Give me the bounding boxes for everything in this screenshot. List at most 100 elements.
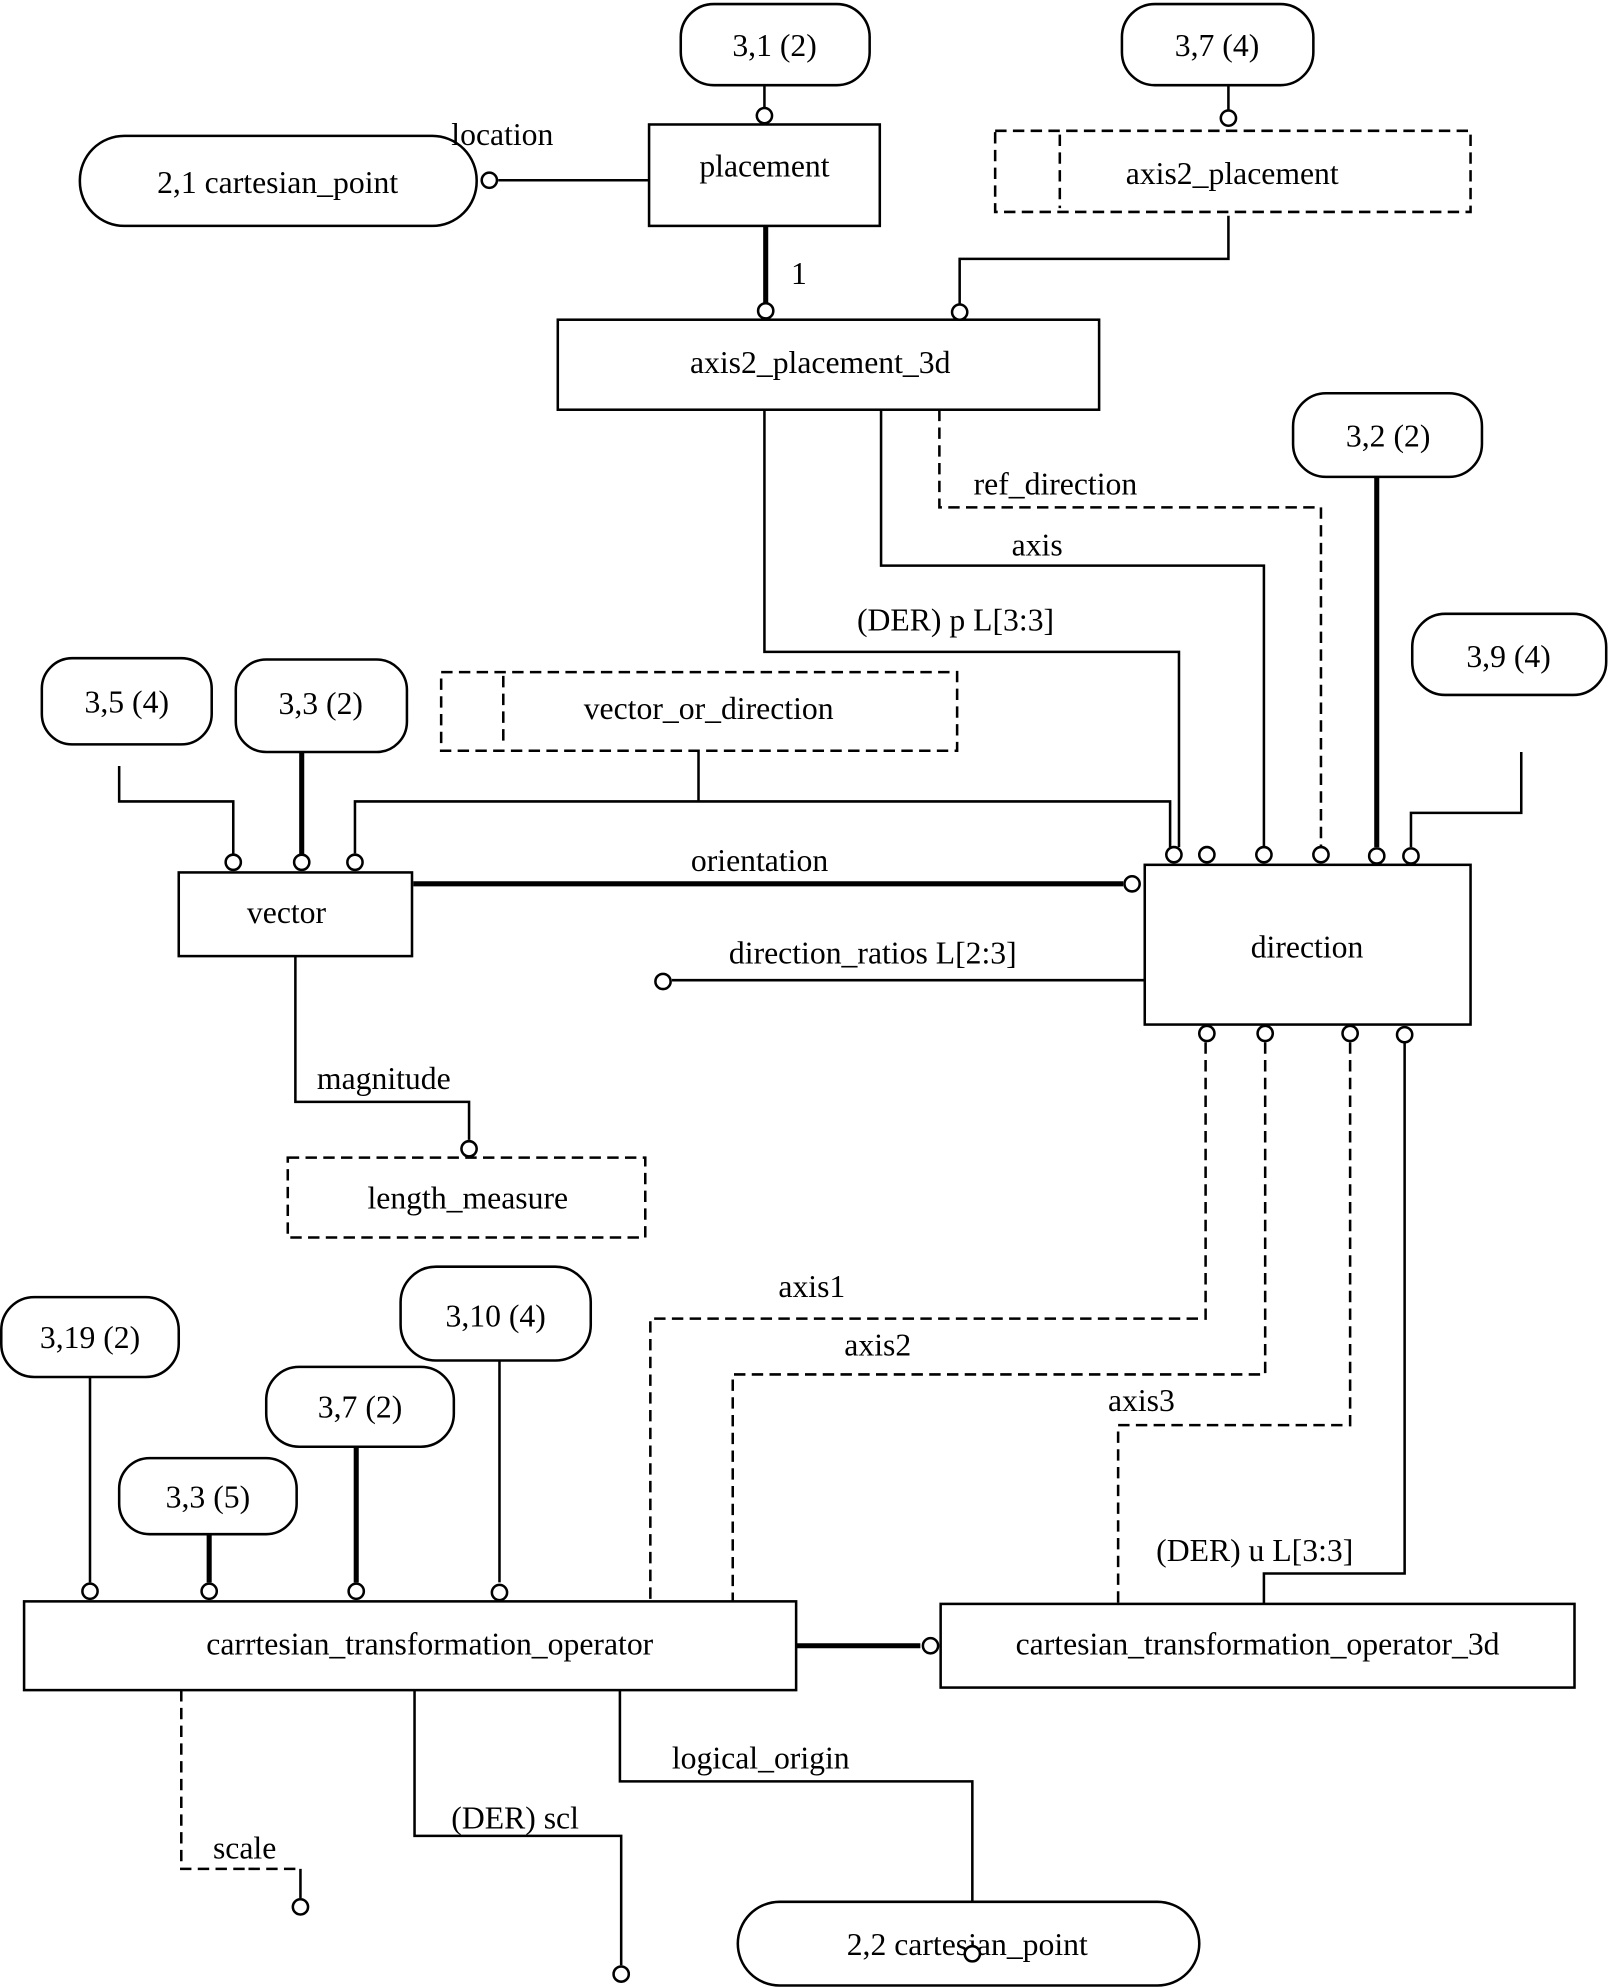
relationship-labels: location 1 ref_direction axis (DER) p L[… xyxy=(213,117,1353,1866)
page-ref-label: 3,9 (4) xyxy=(1466,639,1550,674)
circle-axis3 xyxy=(1341,1024,1359,1043)
circle-der-u xyxy=(1395,1025,1414,1044)
connector-scale xyxy=(180,1690,249,1871)
label-scale: scale xyxy=(213,1831,276,1866)
relationship-circles xyxy=(81,106,1420,1983)
label-der-scl: (DER) scl xyxy=(451,1800,579,1835)
circle-cto-r310 xyxy=(490,1583,509,1602)
connector-axis xyxy=(879,409,1266,848)
page-ref-r31[interactable]: 3,1 (2) xyxy=(679,2,871,87)
connector-vod-direction xyxy=(353,800,1172,854)
circle-dir-der-p xyxy=(1197,845,1216,864)
connector-axis2 xyxy=(731,1042,1267,1604)
circle-cto-r319 xyxy=(81,1582,99,1601)
circle-orientation xyxy=(1123,874,1141,893)
select-vector-or-direction[interactable]: vector_or_direction xyxy=(439,670,959,752)
connectors xyxy=(88,83,1523,1966)
connector-der-scl xyxy=(413,1690,623,1966)
connector-r35 xyxy=(117,765,235,856)
entity-label: cartesian_transformation_operator_3d xyxy=(1016,1627,1500,1662)
connector-ref-direction xyxy=(938,409,1323,848)
label-location: location xyxy=(451,117,553,152)
circle-axis1 xyxy=(1197,1024,1216,1043)
circle-logical-origin xyxy=(963,1944,982,1963)
page-ref-r33-5[interactable]: 3,3 (5) xyxy=(117,1456,298,1536)
page-ref-r310[interactable]: 3,10 (4) xyxy=(399,1265,593,1362)
circle-vec-vod xyxy=(346,853,364,872)
circle-magnitude xyxy=(460,1139,478,1158)
circle-cto-r37-2 xyxy=(347,1582,366,1601)
circle-axis2 xyxy=(1256,1024,1275,1043)
page-ref-r37-4[interactable]: 3,7 (4) xyxy=(1120,2,1315,87)
page-ref-r35[interactable]: 3,5 (4) xyxy=(40,656,213,746)
entity-label: vector xyxy=(247,895,327,930)
circle-dir-ref xyxy=(1312,845,1330,864)
circle-location xyxy=(480,171,499,190)
label-magnitude: magnitude xyxy=(317,1061,451,1096)
label-logical-origin: logical_origin xyxy=(672,1741,850,1776)
entity-vector[interactable]: vector xyxy=(177,871,414,958)
label-one: 1 xyxy=(791,256,807,291)
connector-r39 xyxy=(1409,751,1523,848)
entity-label: carrtesian_transformation_operator xyxy=(206,1627,653,1662)
entity-direction[interactable]: direction xyxy=(1143,863,1472,1026)
circle-r37-4 xyxy=(1219,109,1238,128)
circle-axis2placement-sub xyxy=(950,303,969,321)
label-der-p: (DER) p L[3:3] xyxy=(857,602,1054,637)
page-ref-r319[interactable]: 3,19 (2) xyxy=(0,1295,181,1379)
label-axis1: axis1 xyxy=(778,1269,845,1304)
connector-logical-origin xyxy=(618,1690,974,1945)
label-direction-ratios: direction_ratios L[2:3] xyxy=(729,936,1017,971)
page-ref-r39[interactable]: 3,9 (4) xyxy=(1410,612,1608,697)
circle-cto-r33-5 xyxy=(200,1582,219,1601)
select-axis2-placement[interactable]: axis2_placement xyxy=(993,129,1472,214)
entity-axis2-placement-3d[interactable]: axis2_placement_3d xyxy=(556,318,1101,411)
label-axis2: axis2 xyxy=(844,1327,911,1362)
type-length-measure[interactable]: length_measure xyxy=(286,1156,647,1239)
label-ref-direction: ref_direction xyxy=(974,467,1138,502)
page-ref-r37-2[interactable]: 3,7 (2) xyxy=(264,1365,456,1448)
circle-dir-vod xyxy=(1165,845,1183,864)
circle-vec-r33 xyxy=(292,853,311,872)
page-ref-r32[interactable]: 3,2 (2) xyxy=(1291,391,1484,479)
page-ref-label: 3,5 (4) xyxy=(85,685,169,720)
circle-dir-axis xyxy=(1255,845,1273,864)
page-ref-label: 3,7 (2) xyxy=(318,1390,402,1425)
circle-placement-sub xyxy=(756,301,775,320)
page-ref-r33-2[interactable]: 3,3 (2) xyxy=(234,658,409,754)
page-ref-label: 2,1 cartesian_point xyxy=(157,165,398,200)
label-axis3: axis3 xyxy=(1108,1383,1175,1418)
entity-cartesian-transformation-operator-3d[interactable]: cartesian_transformation_operator_3d xyxy=(939,1602,1576,1689)
page-ref-label: 3,3 (5) xyxy=(166,1480,250,1515)
label-orientation: orientation xyxy=(691,843,828,878)
entity-label: direction xyxy=(1251,929,1364,964)
connector-der-u xyxy=(1262,1042,1406,1604)
circle-cto-subtype xyxy=(921,1636,940,1655)
entity-label: axis2_placement_3d xyxy=(690,345,951,380)
select-label: vector_or_direction xyxy=(584,691,834,726)
entity-placement[interactable]: placement xyxy=(647,123,882,228)
connector-axis3 xyxy=(1116,1042,1352,1604)
label-der-u: (DER) u L[3:3] xyxy=(1156,1533,1353,1568)
entity-label: placement xyxy=(699,148,829,183)
page-ref-cp21[interactable]: 2,1 cartesian_point xyxy=(78,134,478,228)
entity-cartesian-transformation-operator[interactable]: carrtesian_transformation_operator xyxy=(22,1600,798,1692)
circle-direction-ratios xyxy=(654,972,672,991)
connector-magnitude xyxy=(294,956,471,1140)
circle-dir-r32 xyxy=(1367,847,1386,865)
circle-r31-placement xyxy=(755,106,774,125)
page-ref-label: 3,10 (4) xyxy=(446,1298,546,1333)
page-ref-label: 3,3 (2) xyxy=(278,686,362,721)
page-ref-label: 3,1 (2) xyxy=(732,28,816,63)
circle-der-scl xyxy=(612,1965,631,1983)
circle-scale xyxy=(291,1898,310,1916)
page-ref-label: 3,7 (4) xyxy=(1175,28,1259,63)
type-label: length_measure xyxy=(367,1180,568,1215)
page-ref-label: 3,19 (2) xyxy=(40,1320,140,1355)
circle-dir-r39 xyxy=(1402,847,1420,865)
select-label: axis2_placement xyxy=(1126,156,1339,191)
page-ref-label: 3,2 (2) xyxy=(1346,418,1430,453)
connector-axis1 xyxy=(649,1042,1207,1604)
page-ref-cp22[interactable]: 2,2 cartesian_point xyxy=(736,1900,1201,1987)
